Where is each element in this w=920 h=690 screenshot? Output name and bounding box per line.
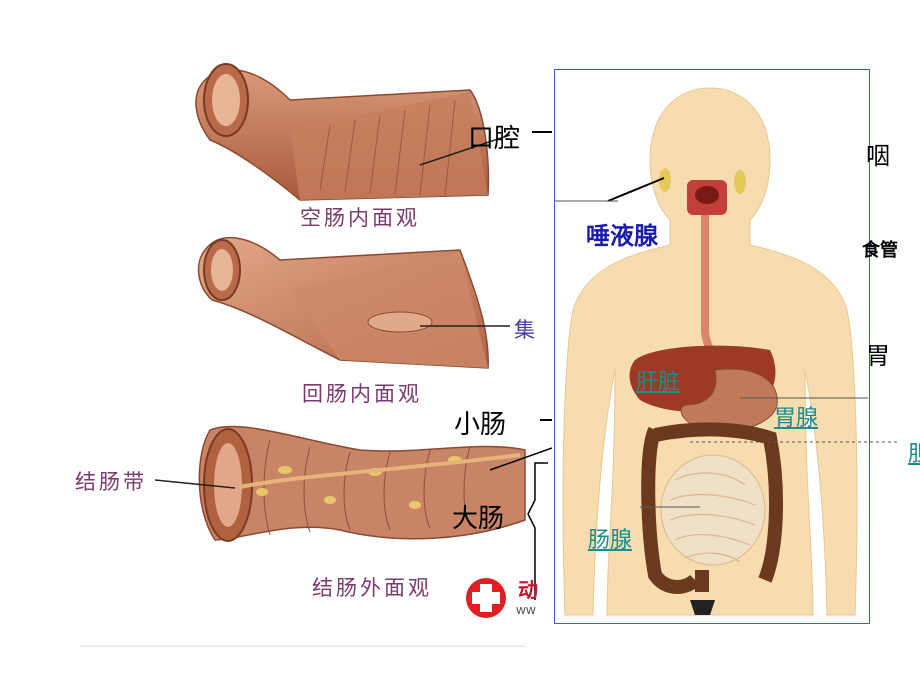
label-liver: 肝脏 [636,370,681,395]
digestive-system-frame [554,69,870,624]
colon-illustration [198,425,526,542]
colon-band-leader-line [154,479,236,489]
jejunum-illustration [195,63,490,201]
label-small-intestine: 小肠 [454,410,507,440]
watermark-sub: WW [516,606,536,617]
label-intestinal-gland: 肠腺 [588,528,633,553]
colon-caption: 结肠外面观 [312,576,432,600]
ileum-caption: 回肠内面观 [302,382,422,406]
label-esophagus: 食管 [862,240,898,261]
ileum-callout: 集 [514,318,538,342]
jejunum-caption: 空肠内面观 [300,206,420,230]
digestive-system-illustration [562,87,858,616]
jejunum-leader-line [419,134,511,166]
label-gastric-gland: 胃腺 [774,406,819,431]
label-salivary-gland: 唾液腺 [586,222,658,250]
red-cross-icon [466,578,506,618]
colon-band-label: 结肠带 [75,470,147,494]
ileum-illustration [197,236,489,369]
watermark-char: 动 [518,578,538,602]
label-stomach: 胃 [866,342,890,370]
label-mouth: 口腔 [468,124,521,154]
label-pharynx: 咽 [866,142,890,170]
intestine-illustrations [80,63,553,647]
large-intestine-bracket [527,462,548,600]
label-right-edge-fragment: 胆 [908,442,920,467]
label-large-intestine: 大肠 [452,504,505,534]
